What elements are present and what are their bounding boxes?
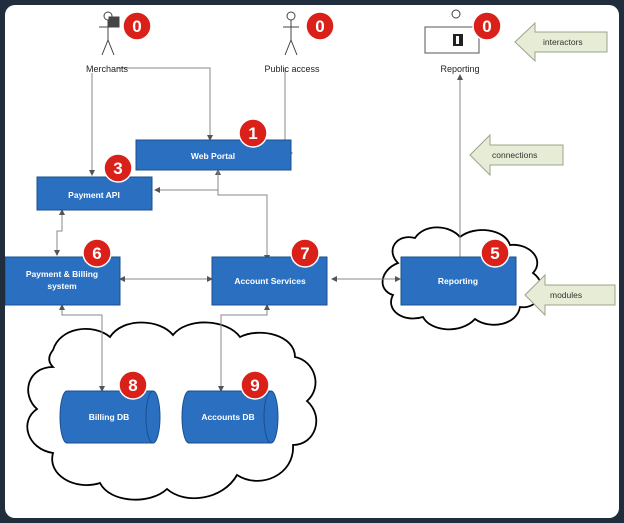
svg-text:3: 3 bbox=[113, 159, 122, 178]
badge-billing-db: 8 bbox=[118, 370, 148, 400]
reporting-module-label: Reporting bbox=[438, 276, 478, 286]
badge-reporting-interactor: 0 bbox=[472, 11, 502, 41]
architecture-diagram: Merchants Public access Reporting Web Po… bbox=[5, 9, 616, 501]
badge-payment-billing: 6 bbox=[82, 238, 112, 268]
svg-text:9: 9 bbox=[250, 376, 259, 395]
svg-text:0: 0 bbox=[315, 17, 324, 36]
account-services-label: Account Services bbox=[234, 276, 306, 286]
reporting-interactor-label: Reporting bbox=[440, 64, 479, 74]
svg-text:6: 6 bbox=[92, 244, 101, 263]
accounts-db-cylinder: Accounts DB bbox=[181, 390, 279, 444]
svg-text:0: 0 bbox=[132, 17, 141, 36]
payment-api-label: Payment API bbox=[68, 190, 120, 200]
svg-text:1: 1 bbox=[248, 124, 257, 143]
billing-db-label: Billing DB bbox=[89, 412, 130, 422]
legend-interactors-label: interactors bbox=[543, 37, 583, 47]
payment-billing-label-2: system bbox=[47, 281, 77, 291]
diagram-canvas: Merchants Public access Reporting Web Po… bbox=[5, 5, 619, 518]
badge-accounts-db: 9 bbox=[240, 370, 270, 400]
badge-web-portal: 1 bbox=[238, 118, 268, 148]
legend-interactors: interactors bbox=[514, 21, 608, 63]
public-person-icon bbox=[283, 11, 299, 56]
reporting-interactor: Reporting bbox=[424, 9, 480, 74]
badge-merchants: 0 bbox=[122, 11, 152, 41]
legend-connections-label: connections bbox=[492, 150, 537, 160]
legend-modules-label: modules bbox=[550, 290, 582, 300]
reporting-terminal-icon bbox=[424, 9, 480, 54]
legend-modules: modules bbox=[524, 273, 616, 317]
payment-api-box: Payment API bbox=[36, 176, 153, 211]
svg-text:7: 7 bbox=[300, 244, 309, 263]
billing-db-cylinder: Billing DB bbox=[59, 390, 161, 444]
svg-text:0: 0 bbox=[482, 17, 491, 36]
svg-text:8: 8 bbox=[128, 376, 137, 395]
accounts-db-label: Accounts DB bbox=[201, 412, 254, 422]
badge-reporting-module: 5 bbox=[480, 238, 510, 268]
badge-payment-api: 3 bbox=[103, 153, 133, 183]
connections bbox=[54, 67, 463, 392]
badge-public-access: 0 bbox=[305, 11, 335, 41]
merchant-person-icon bbox=[99, 11, 120, 56]
badge-account-services: 7 bbox=[290, 238, 320, 268]
web-portal-label: Web Portal bbox=[191, 151, 235, 161]
merchants-label: Merchants bbox=[86, 64, 129, 74]
legend-connections: connections bbox=[469, 133, 564, 177]
svg-text:5: 5 bbox=[490, 244, 499, 263]
merchants-interactor: Merchants bbox=[86, 11, 129, 74]
payment-billing-label-1: Payment & Billing bbox=[26, 269, 98, 279]
payment-billing-box: Payment & Billing system bbox=[5, 256, 121, 306]
web-portal-box: Web Portal bbox=[135, 139, 292, 171]
public-access-label: Public access bbox=[264, 64, 320, 74]
public-access-interactor: Public access bbox=[264, 11, 320, 74]
